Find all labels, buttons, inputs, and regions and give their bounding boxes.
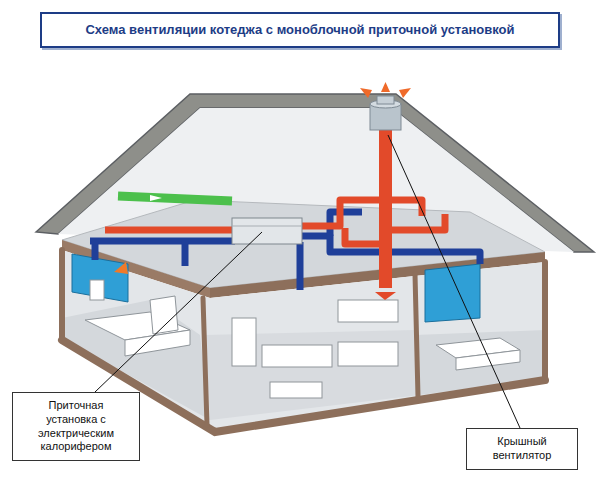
intake-duct — [118, 196, 232, 201]
flow-arrow — [150, 195, 162, 201]
leader-line — [388, 135, 520, 428]
callout-box: Крышный вентилятор — [466, 428, 578, 470]
leader-line — [95, 232, 262, 392]
supply-duct — [105, 200, 445, 244]
title-box: Схема вентиляции котеджа с моноблочной п… — [40, 12, 560, 48]
window — [425, 264, 480, 322]
title-text: Схема вентиляции котеджа с моноблочной п… — [52, 22, 548, 38]
roof — [36, 94, 594, 252]
supply-unit — [232, 218, 302, 244]
callout-label: Приточная установка с электрическим кало… — [29, 399, 123, 454]
extract-duct — [90, 212, 480, 290]
callout-box: Приточная установка с электрическим кало… — [12, 392, 140, 461]
supply-unit — [232, 226, 302, 227]
roof-fan — [377, 96, 394, 104]
flow-arrow — [114, 262, 128, 274]
flow-arrow — [360, 82, 411, 98]
flow-arrow — [375, 292, 396, 300]
window — [72, 254, 128, 302]
exhaust-stack — [379, 126, 392, 288]
callout-label: Крышный вентилятор — [475, 435, 569, 463]
